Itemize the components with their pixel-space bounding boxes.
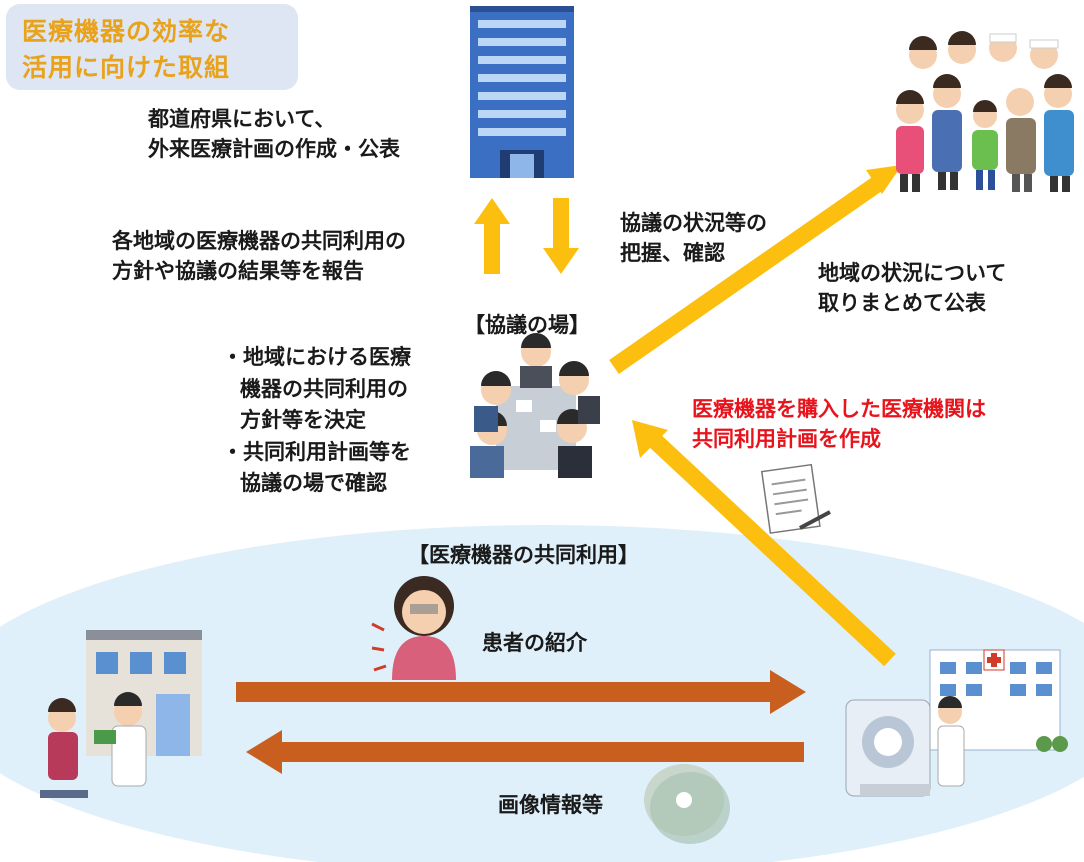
hospital-ct-icon	[845, 649, 1068, 797]
publish-text-line-2: 取りまとめて公表	[818, 291, 986, 316]
forum-bullet-1-line-2: 機器の共同利用の	[240, 376, 408, 401]
forum-bullet-2-line-2: 協議の場で確認	[240, 471, 387, 495]
forum-bullet-2-line-1: ・共同利用計画等を	[222, 439, 411, 464]
publish-text-line-1: 地域の状況について	[818, 261, 1007, 285]
prefecture-text-line-2: 外来医療計画の作成・公表	[148, 137, 400, 162]
report-up-arrow	[474, 198, 510, 274]
image-info-label: 画像情報等	[498, 793, 603, 817]
purchase-text-line-2: 共同利用計画を作成	[692, 427, 881, 452]
citizens-group-icon	[896, 31, 1074, 192]
shared-use-label: 【医療機器の共同利用】	[408, 543, 639, 567]
office-building-icon	[470, 6, 574, 178]
referral-label: 患者の紹介	[482, 631, 587, 655]
confirm-text-line-2: 把握、確認	[620, 241, 725, 266]
forum-bullet-1-line-3: 方針等を決定	[240, 408, 366, 432]
purchase-text: 医療機器を購入した医療機関は 共同利用計画を作成	[692, 394, 986, 455]
disc-icon	[644, 764, 730, 844]
forum-label: 【協議の場】	[464, 313, 590, 337]
confirm-text-line-1: 協議の状況等の	[620, 211, 767, 235]
forum-bullets: ・地域における医療 機器の共同利用の 方針等を決定 ・共同利用計画等を 協議の場…	[222, 342, 411, 500]
title-box: 医療機器の効率な 活用に向けた取組	[6, 4, 298, 90]
report-text-line-2: 方針や協議の結果等を報告	[112, 259, 364, 284]
confirm-text: 協議の状況等の 把握、確認	[620, 208, 767, 269]
meeting-forum-icon	[470, 333, 600, 478]
purchase-text-line-1: 医療機器を購入した医療機関は	[692, 397, 986, 421]
prefecture-text: 都道府県において、 外来医療計画の作成・公表	[148, 104, 400, 165]
plan-diagonal-arrow	[632, 420, 896, 667]
referral-arrow	[236, 670, 806, 714]
title-line-2: 活用に向けた取組	[22, 53, 231, 82]
report-text-line-1: 各地域の医療機器の共同利用の	[112, 229, 406, 253]
doctor-consultation-icon	[40, 692, 147, 798]
patient-icon	[371, 576, 456, 680]
publish-diagonal-arrow	[609, 165, 902, 374]
report-text: 各地域の医療機器の共同利用の 方針や協議の結果等を報告	[112, 226, 406, 287]
forum-bullet-1-line-1: ・地域における医療	[222, 345, 411, 369]
confirm-down-arrow	[543, 198, 579, 274]
prefecture-text-line-1: 都道府県において、	[148, 107, 336, 131]
title-line-1: 医療機器の効率な	[22, 17, 231, 46]
publish-text: 地域の状況について 取りまとめて公表	[818, 258, 1006, 319]
image-info-arrow	[246, 730, 804, 774]
document-pen-icon	[760, 463, 831, 534]
